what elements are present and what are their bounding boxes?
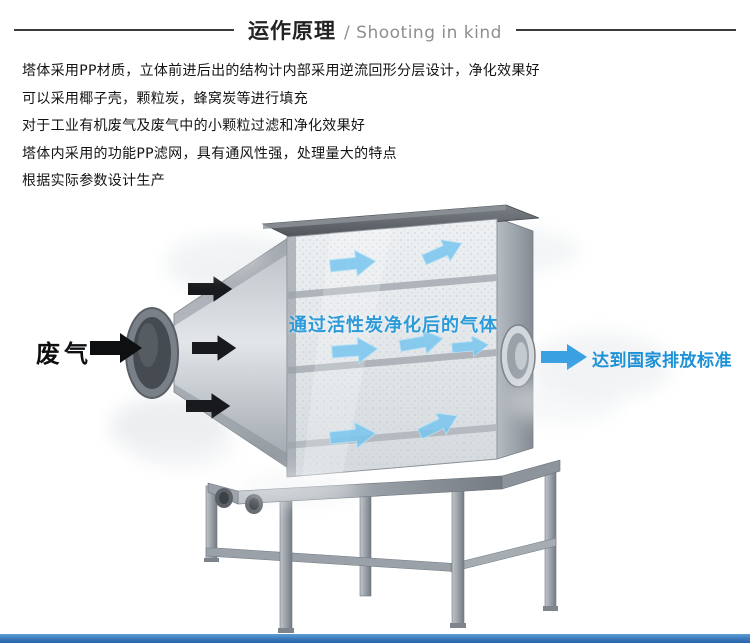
header-right-rule	[515, 29, 736, 31]
tower-body	[261, 204, 540, 478]
inlet-pipe	[125, 307, 179, 399]
filter-tower-diagram: 废气 通过活性炭净化后的气体 达到国家排放标准	[0, 196, 750, 634]
header-title-wrap: 运作原理 / Shooting in kind	[248, 15, 502, 45]
description-line-5: 根据实际参数设计生产	[22, 173, 165, 189]
purified-gas-label: 通过活性炭净化后的气体	[289, 315, 498, 336]
section-subtitle: / Shooting in kind	[344, 23, 502, 43]
description-line-2: 可以采用椰子壳，颗粒炭，蜂窝炭等进行填充	[22, 90, 308, 107]
outlet-pipe	[500, 324, 536, 388]
description-line-1: 塔体采用PP材质，立体前进后出的结构计内部采用逆流回形分层设计，净化效果好	[22, 63, 540, 79]
emission-standard-label: 达到国家排放标准	[592, 351, 732, 371]
header-left-rule	[14, 29, 235, 31]
filter-tower-illustration	[90, 204, 672, 633]
description-line-4: 塔体内采用的功能PP滤网，具有通风性强，处理量大的特点	[22, 145, 397, 162]
section-header: 运作原理 / Shooting in kind	[0, 0, 750, 45]
description-block: 塔体采用PP材质，立体前进后出的结构计内部采用逆流回形分层设计，净化效果好 可以…	[0, 45, 750, 196]
description-line-3: 对于工业有机废气及废气中的小颗粒过滤和净化效果好	[22, 118, 366, 134]
foreground-fog	[135, 236, 620, 504]
waste-gas-label: 废气	[36, 340, 92, 368]
bottom-accent-bar	[0, 634, 750, 643]
support-stand	[204, 459, 561, 633]
section-title: 运作原理	[248, 19, 337, 43]
